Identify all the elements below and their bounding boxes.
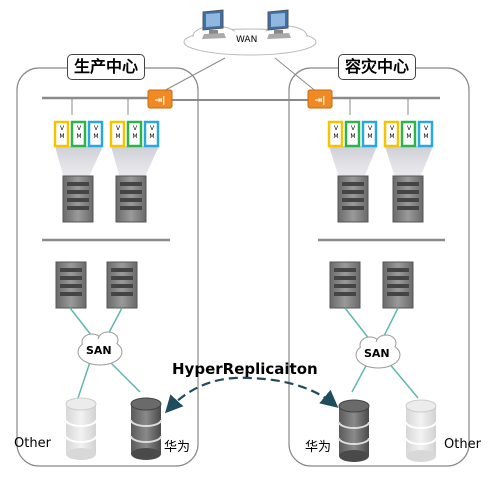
vm-label: V M — [59, 125, 65, 140]
database-icon — [405, 399, 437, 462]
storage-other-label: Other — [444, 437, 481, 452]
vm-label: V M — [93, 125, 99, 140]
firewall-icon: ⇥| — [147, 89, 173, 109]
replication-arrow — [165, 376, 339, 414]
production-site-title: 生产中心 — [67, 54, 145, 80]
database-icon — [338, 399, 370, 462]
firewall-icon: ⇥| — [307, 89, 333, 109]
vm-icon — [327, 120, 434, 148]
vm-label: V M — [132, 125, 138, 140]
svg-text:⇥|: ⇥| — [155, 96, 166, 106]
server-icon — [62, 175, 147, 223]
server-icon — [55, 261, 138, 309]
vm-label: V M — [115, 125, 121, 140]
vm-label: V M — [149, 125, 155, 140]
vm-label: V M — [350, 125, 356, 140]
storage-huawei-label: 华为 — [305, 440, 332, 455]
dr-site-title: 容灾中心 — [338, 54, 416, 80]
san-label: SAN — [364, 347, 390, 360]
vm-label: V M — [406, 125, 412, 140]
wan-label: WAN — [236, 35, 258, 45]
storage-huawei-label: 华为 — [164, 440, 191, 455]
vm-label: V M — [389, 125, 395, 140]
replication-label: HyperReplicaiton — [172, 360, 318, 378]
svg-text:⇥|: ⇥| — [315, 96, 326, 106]
storage-other-label: Other — [14, 436, 51, 451]
vm-label: V M — [423, 125, 429, 140]
monitor-icon — [202, 9, 226, 39]
database-icon — [65, 397, 97, 460]
dr-site-frame — [288, 67, 470, 467]
server-icon — [337, 175, 424, 223]
cloud-icon — [77, 331, 123, 366]
database-icon — [130, 397, 162, 460]
cloud-icon — [355, 334, 401, 369]
vm-label: V M — [333, 125, 339, 140]
san-label: SAN — [86, 344, 112, 357]
vm-icon — [53, 120, 160, 148]
server-icon — [329, 261, 414, 309]
vm-label: V M — [76, 125, 82, 140]
vm-label: V M — [367, 125, 373, 140]
monitor-icon — [267, 9, 291, 39]
